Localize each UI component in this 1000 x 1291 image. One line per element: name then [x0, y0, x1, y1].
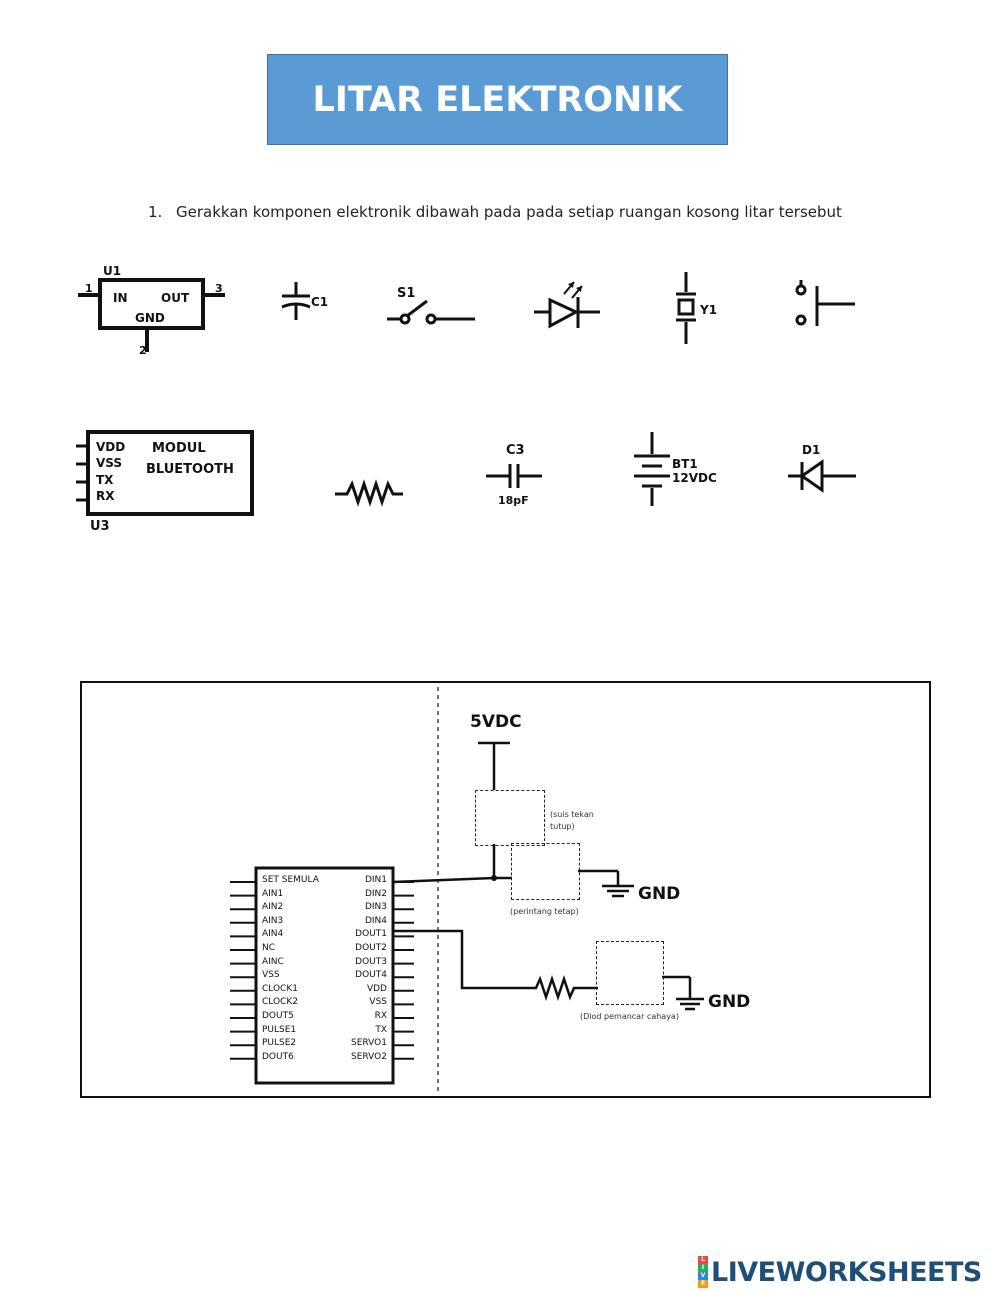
instruction-text: Gerakkan komponen elektronik dibawah pad… — [176, 203, 842, 221]
chip-right-pin-label: DOUT3 — [355, 956, 387, 967]
chip-right-pin-label: DOUT1 — [355, 929, 387, 940]
diode-d1-component[interactable]: D1 — [786, 440, 858, 496]
switch-s1-ref: S1 — [397, 286, 415, 301]
led-component[interactable] — [532, 272, 604, 337]
chip-left-pin-label: CLOCK2 — [262, 997, 298, 1008]
logo-block: I — [698, 1264, 708, 1272]
brand-name: LIVEWORKSHEETS — [711, 1256, 982, 1288]
regulator-pin3: 3 — [215, 282, 223, 295]
chip-left-pin-label: NC — [262, 943, 276, 953]
regulator-pin2: 2 — [139, 344, 147, 357]
drop-zone-push-switch[interactable] — [475, 790, 545, 846]
chip-left-pin-label: SET SEMULA — [262, 875, 319, 885]
chip-right-pin-label: SERVO1 — [351, 1038, 387, 1049]
bt-pin-rx: RX — [96, 489, 115, 503]
regulator-u1-component[interactable]: U1 1 IN OUT GND 3 2 — [75, 262, 235, 357]
bt-ref: U3 — [90, 519, 110, 534]
battery-ref: BT1 — [672, 457, 698, 471]
gnd-label-2: GND — [708, 992, 750, 1012]
chip-left-pin-label: PULSE1 — [262, 1024, 297, 1035]
resistor-component[interactable] — [333, 478, 405, 507]
capacitor-c3-component[interactable]: C3 18pF — [484, 440, 546, 512]
logo-block: E — [698, 1280, 708, 1288]
regulator-out-label: OUT — [161, 291, 190, 305]
page-title: LITAR ELEKTRONIK — [267, 54, 728, 145]
capacitor-c3-symbol: C3 18pF — [486, 443, 542, 507]
logo-block: L — [698, 1256, 708, 1264]
resistor-symbol — [335, 479, 403, 507]
crystal-y1-ref: Y1 — [699, 303, 717, 317]
chip-right-pin-label: RX — [374, 1011, 387, 1021]
diode-ref: D1 — [802, 443, 820, 457]
capacitor-c3-ref: C3 — [506, 443, 525, 458]
bt-pin-tx: TX — [96, 473, 114, 487]
battery-symbol: BT1 12VDC — [634, 432, 717, 506]
drop-zone-led[interactable] — [596, 941, 664, 1005]
regulator-gnd-label: GND — [135, 311, 165, 325]
chip-left-pin-label: AIN1 — [262, 888, 284, 899]
zone-resistor-label: (perintang tetap) — [510, 907, 579, 916]
chip-left-pin-label: AIN2 — [262, 902, 284, 913]
chip-right-pin-label: VSS — [369, 997, 387, 1008]
circuit-wiring: 5VDC GND GND — [230, 687, 750, 1091]
bt-pin-vss: VSS — [96, 456, 122, 470]
chip-right-pin-label: DIN3 — [364, 902, 387, 913]
capacitor-symbol: C1 — [281, 282, 328, 320]
capacitor-c3-value: 18pF — [498, 494, 529, 507]
chip-right-pin-label: TX — [375, 1024, 387, 1035]
switch-s1-component[interactable]: S1 — [385, 283, 480, 328]
zone-led-label: (Diod pemancar cahaya) — [580, 1012, 679, 1021]
chip-right-pin-label: SERVO2 — [351, 1051, 387, 1062]
switch-symbol: S1 — [387, 286, 475, 325]
crystal-symbol: Y1 — [676, 272, 717, 344]
regulator-symbol: U1 1 IN OUT GND 3 2 — [78, 264, 225, 357]
chip-right-pin-label: DOUT4 — [355, 970, 387, 981]
chip-left-pin-label: AINC — [262, 956, 284, 967]
chip-left-pin-label: PULSE2 — [262, 1038, 297, 1049]
bt-label-line1: MODUL — [152, 441, 206, 456]
capacitor-c1-ref: C1 — [311, 295, 328, 309]
chip-left-pin-label: AIN4 — [262, 929, 284, 940]
bluetooth-module-u3-component[interactable]: VDD VSS TX RX MODUL BLUETOOTH U3 — [74, 428, 259, 536]
regulator-in-label: IN — [113, 291, 128, 305]
chip-left-pin-label: DOUT6 — [262, 1051, 294, 1062]
bt-label-line2: BLUETOOTH — [146, 462, 234, 477]
regulator-ref: U1 — [103, 264, 121, 278]
led-symbol — [534, 281, 600, 329]
bluetooth-module-symbol: VDD VSS TX RX MODUL BLUETOOTH U3 — [76, 430, 254, 534]
bt-pin-vdd: VDD — [96, 440, 125, 454]
logo-block: V — [698, 1272, 708, 1280]
battery-bt1-component[interactable]: BT1 12VDC — [624, 430, 724, 508]
supply-label: 5VDC — [470, 712, 522, 732]
crystal-y1-component[interactable]: Y1 — [674, 270, 734, 346]
diode-symbol: D1 — [788, 443, 856, 493]
chip-left-pin-label: AIN3 — [262, 915, 284, 926]
push-button-component[interactable] — [793, 278, 858, 333]
regulator-pin1: 1 — [85, 282, 93, 295]
instruction: 1. Gerakkan komponen elektronik dibawah p… — [148, 203, 842, 221]
drop-zone-fixed-resistor[interactable] — [511, 843, 580, 900]
push-button-symbol — [795, 280, 855, 326]
zone-switch-label: (suis tekan tutup) — [550, 810, 594, 831]
chip-right-pin-label: DIN4 — [364, 915, 387, 926]
instruction-number: 1. — [148, 203, 163, 221]
capacitor-c1-component[interactable]: C1 — [278, 280, 333, 325]
chip-left-pin-label: VSS — [262, 970, 280, 981]
chip-right-pin-label: DIN2 — [364, 888, 387, 899]
chip-left-pin-label: CLOCK1 — [262, 983, 298, 994]
chip-left-pin-label: DOUT5 — [262, 1011, 294, 1021]
chip-right-pin-label: DOUT2 — [355, 943, 387, 953]
chip-right-pin-label: DIN1 — [364, 875, 387, 885]
gnd-label-1: GND — [638, 884, 680, 904]
battery-value: 12VDC — [672, 471, 717, 485]
chip-right-pin-label: VDD — [366, 983, 387, 994]
